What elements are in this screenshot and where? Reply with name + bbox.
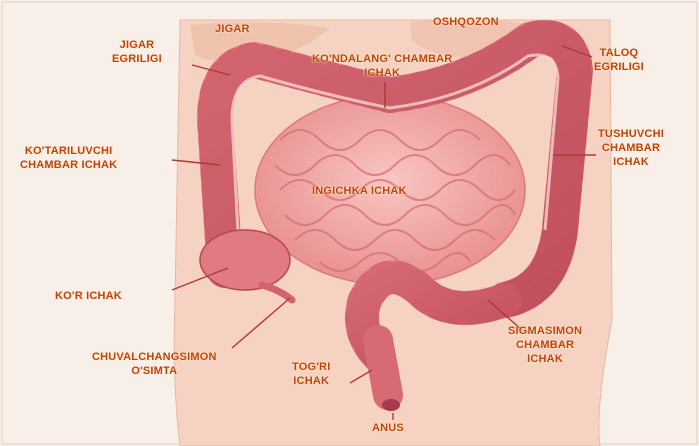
label-taloq-egriligi: TALOQ EGRILIGI (594, 46, 644, 74)
cecum-shape (200, 230, 290, 290)
label-kondalang-chambar-ichak: KO'NDALANG' CHAMBAR ICHAK (312, 52, 452, 80)
label-oshqozon: OSHQOZON (433, 15, 499, 29)
label-tushuvchi-chambar-ichak: TUSHUVCHI CHAMBAR ICHAK (598, 127, 664, 169)
label-jigar-egriligi: JIGAR EGRILIGI (112, 38, 162, 66)
anus-shape (382, 399, 400, 411)
label-anus: ANUS (372, 421, 404, 435)
label-sigmasimon-chambar-ichak: SIGMASIMON CHAMBAR ICHAK (508, 324, 582, 366)
label-togri-ichak: TOG'RI ICHAK (292, 360, 330, 388)
label-jigar: JIGAR (215, 22, 250, 36)
label-ingichka-ichak: INGICHKA ICHAK (312, 184, 407, 198)
label-kor-ichak: KO'R ICHAK (55, 289, 122, 303)
rectum-shape (378, 340, 388, 395)
label-kotariluvchi-chambar-ichak: KO'TARILUVCHI CHAMBAR ICHAK (20, 144, 117, 172)
label-chuvalchangsimon-osimta: CHUVALCHANGSIMON O'SIMTA (92, 350, 217, 378)
